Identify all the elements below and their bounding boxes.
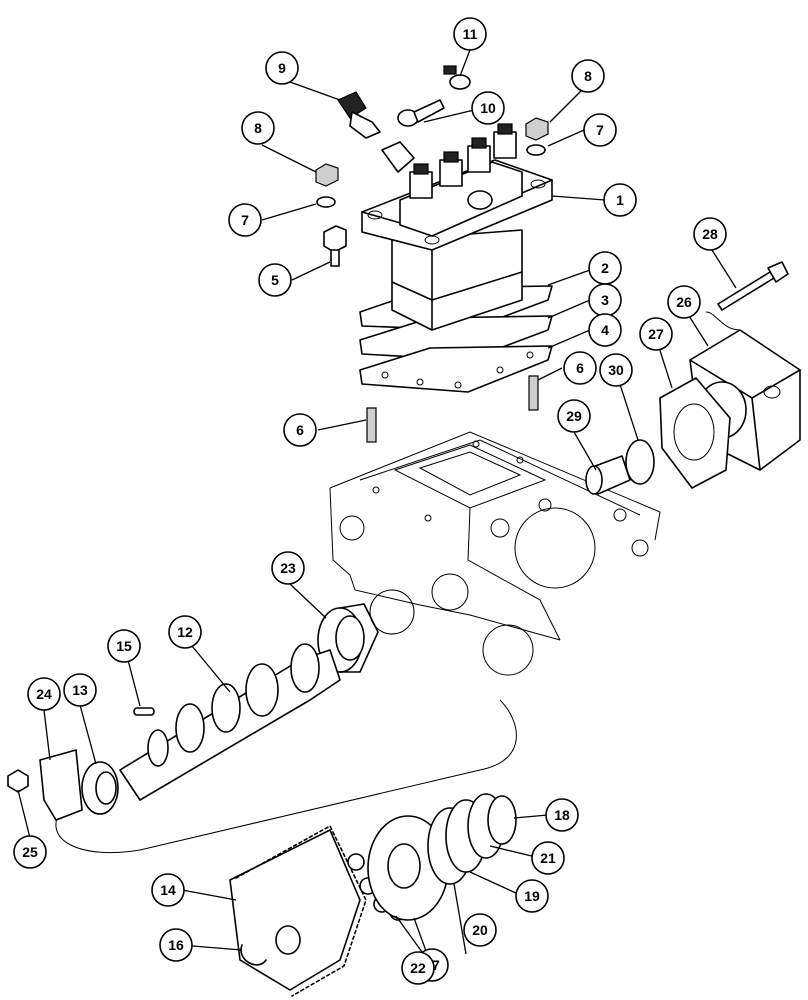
- callout-24: 24: [27, 677, 61, 711]
- svg-text:25: 25: [22, 844, 38, 860]
- snap-ring-16: [240, 944, 267, 966]
- callout-13: 13: [63, 673, 97, 707]
- svg-text:16: 16: [168, 937, 184, 953]
- bushing-29: [585, 455, 631, 495]
- svg-text:20: 20: [472, 922, 488, 938]
- callout-14: 14: [151, 873, 185, 907]
- callout-15: 15: [107, 629, 141, 663]
- svg-text:6: 6: [576, 360, 584, 376]
- svg-text:14: 14: [160, 882, 176, 898]
- svg-text:11: 11: [463, 26, 478, 42]
- svg-text:19: 19: [524, 888, 540, 904]
- washer-7-left: [316, 196, 336, 208]
- bolt-25: [7, 769, 29, 793]
- svg-text:7: 7: [241, 212, 249, 228]
- callout-21: 21: [531, 841, 565, 875]
- callout-30: 30: [599, 353, 633, 387]
- callout-5: 5: [258, 263, 292, 297]
- callout-6-right: 6: [563, 351, 597, 385]
- svg-text:9: 9: [278, 60, 286, 76]
- callout-1: 1: [603, 183, 637, 217]
- callout-18: 18: [545, 798, 579, 832]
- callout-25: 25: [13, 835, 47, 869]
- o-ring-30: [625, 439, 655, 485]
- callout-2: 2: [588, 251, 622, 285]
- delivery-valves: [409, 123, 517, 199]
- plate-24: [39, 749, 83, 821]
- svg-text:13: 13: [72, 682, 88, 698]
- sleeve-18: [487, 795, 517, 845]
- svg-text:30: 30: [608, 362, 624, 378]
- svg-text:10: 10: [480, 100, 496, 116]
- svg-text:3: 3: [601, 292, 609, 308]
- washer-7-right: [526, 144, 546, 156]
- callout-12: 12: [168, 615, 202, 649]
- callout-29: 29: [557, 399, 591, 433]
- callout-6-left: 6: [283, 413, 317, 447]
- svg-text:15: 15: [116, 638, 132, 654]
- callout-9: 9: [265, 51, 299, 85]
- svg-text:24: 24: [36, 686, 52, 702]
- gasket-27: [659, 377, 731, 489]
- svg-text:4: 4: [601, 322, 609, 338]
- callout-28: 28: [693, 217, 727, 251]
- nut-8-left: [315, 163, 339, 187]
- svg-text:27: 27: [648, 326, 664, 342]
- callout-7-right: 7: [583, 113, 617, 147]
- svg-text:28: 28: [702, 226, 718, 242]
- callout-4: 4: [588, 313, 622, 347]
- svg-text:18: 18: [554, 807, 570, 823]
- stud-6-right: [528, 375, 539, 411]
- camshaft-12: [119, 643, 341, 801]
- svg-text:7: 7: [596, 122, 604, 138]
- callout-11: 11: [453, 17, 487, 51]
- svg-text:22: 22: [410, 960, 426, 976]
- callout-26: 26: [667, 285, 701, 319]
- svg-text:23: 23: [280, 560, 296, 576]
- gasket-4: [359, 345, 553, 393]
- callout-27: 27: [639, 317, 673, 351]
- svg-text:1: 1: [616, 192, 624, 208]
- callout-8-left: 8: [241, 111, 275, 145]
- svg-text:8: 8: [584, 68, 592, 84]
- key-15: [133, 707, 155, 716]
- injection-pump-1: [361, 123, 553, 331]
- callout-19: 19: [515, 879, 549, 913]
- nut-8-right: [525, 117, 549, 141]
- bearing-13: [81, 761, 119, 815]
- gear-14: [229, 825, 367, 997]
- leader-lines: [17, 49, 737, 963]
- callout-3: 3: [588, 283, 622, 317]
- svg-text:5: 5: [271, 272, 279, 288]
- bolt-28: [717, 261, 789, 311]
- svg-text:12: 12: [177, 624, 193, 640]
- engine-block-outline: [329, 431, 661, 676]
- callout-10: 10: [471, 91, 505, 125]
- svg-text:29: 29: [566, 408, 582, 424]
- svg-text:26: 26: [676, 294, 692, 310]
- svg-text:2: 2: [601, 260, 609, 276]
- callout-16: 16: [159, 928, 193, 962]
- callout-23: 23: [271, 551, 305, 585]
- svg-text:8: 8: [254, 120, 262, 136]
- stud-6-left: [366, 407, 377, 443]
- callout-8-right: 8: [571, 59, 605, 93]
- fitting-9: [337, 91, 381, 139]
- callout-7-left: 7: [228, 203, 262, 237]
- clamp-11: [443, 65, 471, 90]
- callout-20: 20: [463, 913, 497, 947]
- callout-22: 22: [401, 951, 435, 985]
- svg-text:6: 6: [296, 422, 304, 438]
- bolt-5: [323, 225, 347, 267]
- banjo-fitting-10: [381, 99, 445, 173]
- svg-text:21: 21: [540, 850, 556, 866]
